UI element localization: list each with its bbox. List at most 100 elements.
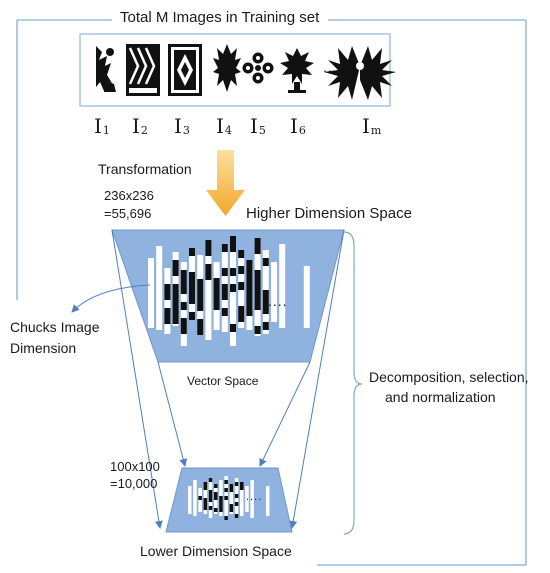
vector-cell bbox=[198, 496, 202, 500]
low-dim-size: 100x100 bbox=[110, 459, 160, 474]
vector-cell bbox=[246, 300, 253, 308]
vector-cell bbox=[262, 322, 269, 330]
vector-cell bbox=[189, 288, 195, 296]
image-label-6: I6 bbox=[290, 114, 306, 138]
vector-cell bbox=[205, 264, 212, 272]
vector-cell bbox=[208, 490, 213, 494]
vector-bar bbox=[193, 480, 197, 516]
vector-bar bbox=[205, 240, 212, 340]
vector-cell bbox=[164, 316, 171, 324]
vector-cell bbox=[197, 295, 204, 303]
vector-cell bbox=[172, 316, 179, 324]
training-set-title: Total M Images in Training set bbox=[120, 9, 320, 26]
low-dim-ellipsis: .... bbox=[246, 491, 263, 503]
vector-cell bbox=[164, 284, 171, 292]
vector-cell bbox=[224, 480, 228, 484]
vector-cell bbox=[205, 272, 212, 280]
vector-cell bbox=[214, 508, 218, 512]
vector-bar bbox=[164, 268, 171, 334]
vector-cell bbox=[238, 266, 245, 274]
lower-dimension-vectors bbox=[188, 476, 270, 520]
vector-cell bbox=[203, 482, 208, 486]
vector-cell bbox=[180, 318, 187, 326]
vector-cell bbox=[172, 268, 179, 276]
vector-bar bbox=[279, 244, 286, 328]
vector-cell bbox=[229, 508, 234, 512]
vector-cell bbox=[254, 238, 261, 246]
vector-cell bbox=[197, 279, 204, 287]
vector-bar bbox=[156, 246, 163, 330]
vector-bar bbox=[240, 482, 244, 516]
vector-cell bbox=[172, 260, 179, 268]
vector-cell bbox=[254, 246, 261, 254]
vector-cell bbox=[164, 308, 171, 316]
image-label-2: I2 bbox=[132, 114, 148, 138]
vector-cell bbox=[180, 270, 187, 278]
vector-cell bbox=[254, 326, 261, 334]
thumb-m bbox=[324, 46, 396, 100]
vector-cell bbox=[224, 516, 228, 520]
vector-cell bbox=[262, 258, 269, 266]
vector-cell bbox=[238, 282, 245, 290]
lower-dimension-trapezoid bbox=[165, 467, 293, 533]
vector-cell bbox=[234, 482, 239, 486]
thumb-2 bbox=[126, 44, 160, 96]
vector-cell bbox=[197, 327, 204, 335]
vector-cell bbox=[246, 268, 253, 276]
vector-cell bbox=[254, 286, 261, 294]
transformation-arrow bbox=[206, 150, 245, 216]
thumb-6 bbox=[280, 48, 314, 93]
vector-cell bbox=[221, 308, 228, 316]
vector-cell bbox=[180, 302, 187, 310]
vector-cell bbox=[219, 504, 223, 508]
vector-cell bbox=[254, 270, 261, 278]
vector-cell bbox=[240, 486, 244, 490]
chunks-label-line1: Chucks Image bbox=[10, 319, 100, 335]
vector-cell bbox=[262, 298, 269, 306]
vector-cell bbox=[230, 244, 236, 252]
vector-cell bbox=[208, 498, 213, 502]
vector-cell bbox=[238, 314, 245, 322]
vector-cell bbox=[238, 306, 245, 314]
vector-cell bbox=[172, 284, 179, 292]
vector-cell bbox=[214, 496, 218, 500]
high-dim-ellipsis: .... bbox=[268, 293, 288, 309]
thumb-3 bbox=[168, 44, 202, 96]
vector-cell bbox=[254, 294, 261, 302]
transformation-label: Transformation bbox=[98, 161, 192, 177]
lower-dimension-label: Lower Dimension Space bbox=[140, 543, 292, 559]
vector-cell bbox=[219, 496, 223, 500]
vector-cell bbox=[221, 284, 228, 292]
vector-cell bbox=[254, 278, 261, 286]
vector-cell bbox=[240, 482, 244, 486]
vector-cell bbox=[180, 278, 187, 286]
vector-cell bbox=[213, 294, 220, 302]
outer-frame bbox=[16, 19, 527, 566]
vector-cell bbox=[224, 496, 228, 500]
thumb-4 bbox=[213, 44, 241, 92]
vector-cell bbox=[221, 244, 228, 252]
higher-dimension-vectors bbox=[148, 236, 310, 346]
vector-cell bbox=[230, 324, 236, 332]
vector-cell bbox=[254, 302, 261, 310]
vector-cell bbox=[229, 484, 234, 488]
vector-cell bbox=[214, 484, 218, 488]
vector-cell bbox=[203, 498, 208, 502]
vector-cell bbox=[221, 268, 228, 276]
vector-cell bbox=[234, 514, 239, 518]
vector-cell bbox=[197, 319, 204, 327]
vector-cell bbox=[262, 306, 269, 314]
vector-cell bbox=[213, 278, 220, 286]
vector-cell bbox=[203, 502, 208, 506]
vector-cell bbox=[205, 248, 212, 256]
decomposition-label-line2: and normalization bbox=[385, 389, 496, 405]
vector-cell bbox=[229, 504, 234, 508]
vector-cell bbox=[203, 486, 208, 490]
image-label-m: Im bbox=[362, 114, 382, 138]
image-label-1: I1 bbox=[94, 114, 110, 138]
vector-bar bbox=[266, 486, 270, 516]
vector-cell bbox=[230, 236, 236, 244]
vector-cell bbox=[172, 300, 179, 308]
vector-cell bbox=[180, 326, 187, 334]
